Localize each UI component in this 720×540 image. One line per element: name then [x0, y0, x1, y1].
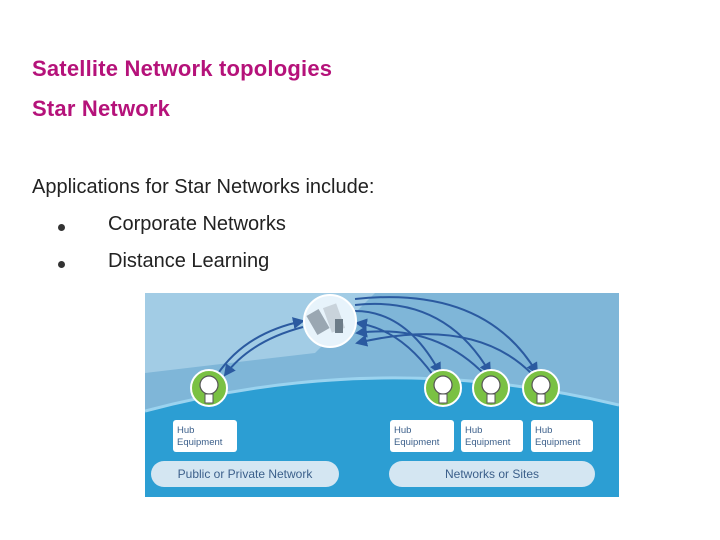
dish-icon — [472, 369, 510, 407]
site-equipment-label-line1: Hub — [535, 425, 552, 436]
bullet-dot — [58, 224, 65, 231]
hub-equipment-label-line2: Equipment — [177, 437, 223, 448]
slide-title: Satellite Network topologies — [32, 56, 333, 81]
site3-return-arrow — [355, 333, 534, 376]
public-network-band — [151, 461, 339, 487]
bullet-dot — [58, 261, 65, 268]
site-equipment-label-line2: Equipment — [535, 437, 581, 448]
site2-link-arrow — [354, 302, 492, 375]
site-equipment-label-line2: Equipment — [394, 437, 440, 448]
site3-link-arrow — [354, 296, 539, 375]
hub-downlink-arrow — [223, 326, 304, 377]
intro-text: Applications for Star Networks include: — [32, 176, 375, 198]
satellite-icon — [303, 294, 357, 348]
hub-equipment-box — [173, 420, 237, 452]
site1-return-arrow — [355, 318, 434, 376]
hub-uplink-arrow — [216, 317, 305, 376]
dish-icon — [424, 369, 462, 407]
site2-return-arrow — [355, 325, 486, 376]
dish-icon — [522, 369, 560, 407]
site-equipment-box — [531, 420, 593, 452]
site-equipment-label-line2: Equipment — [465, 437, 511, 448]
site-equipment-label-line1: Hub — [394, 425, 411, 436]
site-equipment-box — [461, 420, 523, 452]
bullet-text: Corporate Networks — [108, 213, 286, 235]
bullet-text: Distance Learning — [108, 250, 270, 272]
site-equipment-label-line1: Hub — [465, 425, 482, 436]
uplink-arcs — [216, 296, 539, 377]
public-network-label: Public or Private Network — [178, 467, 314, 481]
site-equipment-box — [390, 420, 454, 452]
hub-equipment-label-line1: Hub — [177, 425, 194, 436]
slide-subtitle: Star Network — [32, 96, 171, 121]
dish-icon — [190, 369, 228, 407]
sites-label: Networks or Sites — [445, 467, 539, 481]
sites-band — [389, 461, 595, 487]
star-network-diagram: Hub Equipment Hub Equipment Hub Equipmen… — [145, 293, 619, 497]
site1-link-arrow — [354, 310, 441, 375]
